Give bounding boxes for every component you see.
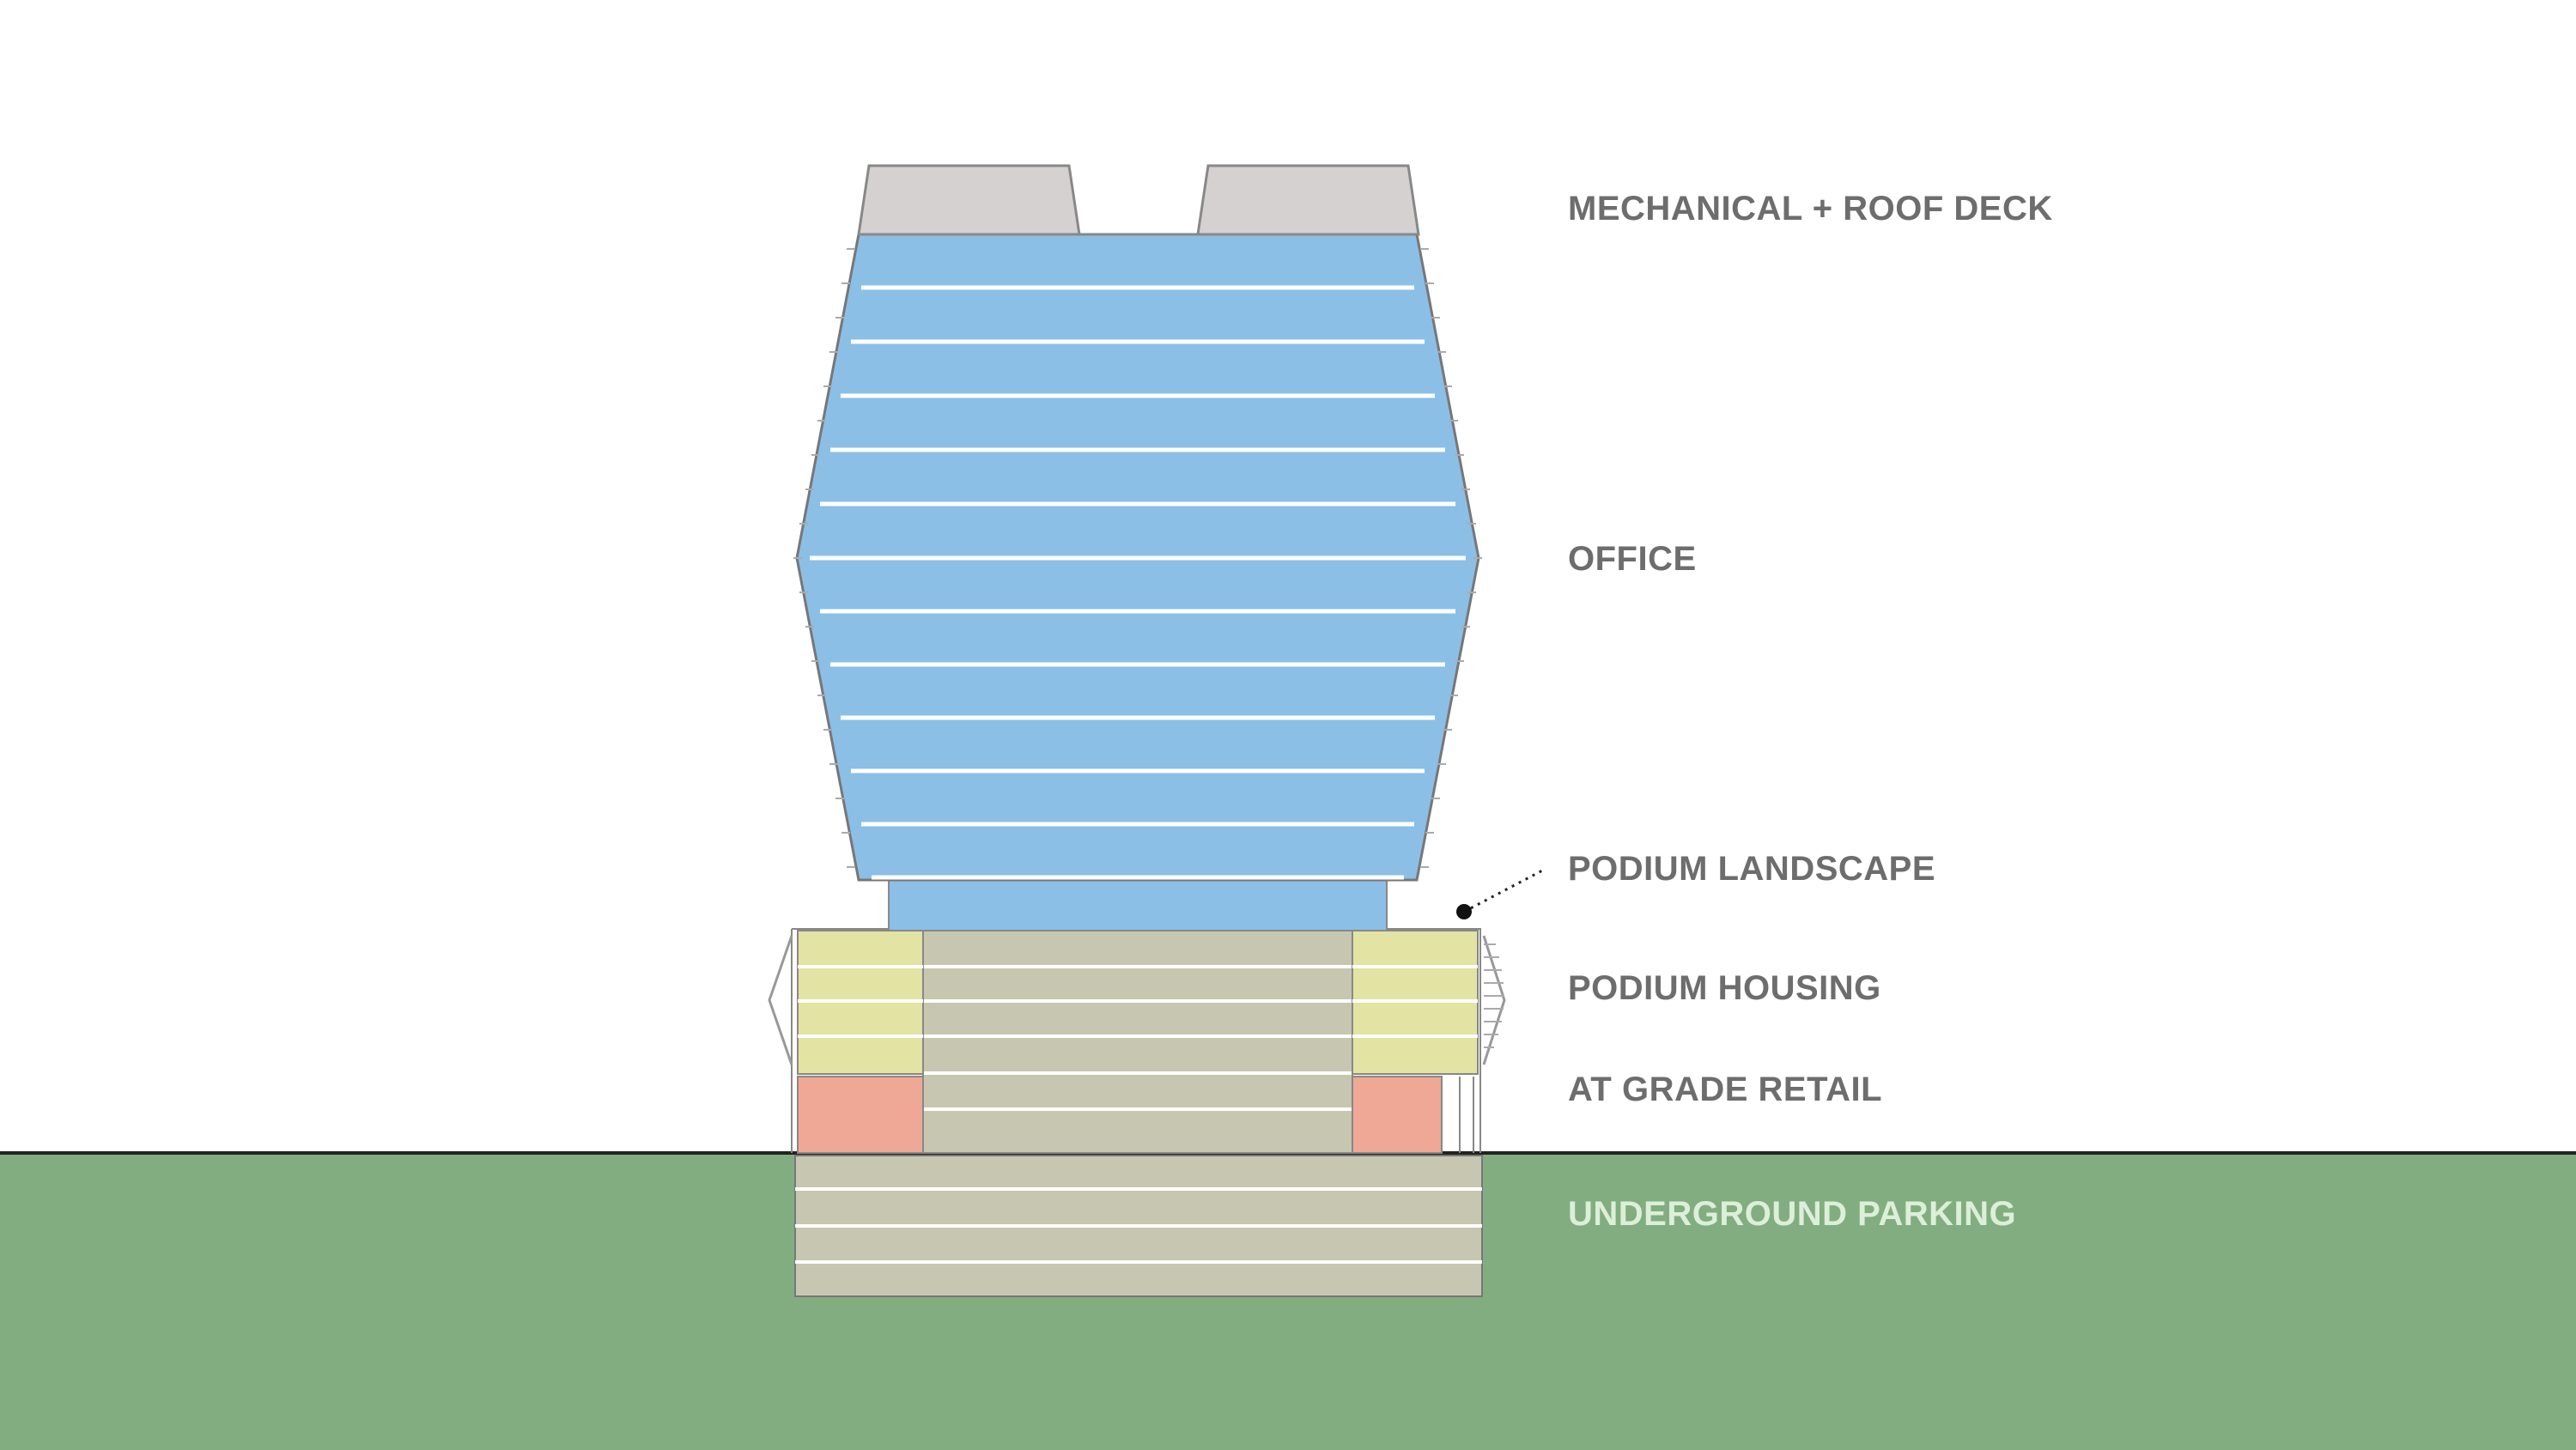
label-mechanical-roof-deck: MECHANICAL + ROOF DECK (1568, 190, 2053, 228)
podium (768, 928, 1506, 1154)
podium-fin-right (1482, 935, 1506, 1065)
mechanical-right (1196, 164, 1420, 236)
tower-base (888, 879, 1388, 931)
underground-parking (794, 1155, 1483, 1297)
label-at-grade-retail: AT GRADE RETAIL (1568, 1071, 1882, 1108)
office-tower (793, 233, 1482, 931)
label-podium-housing: PODIUM HOUSING (1568, 969, 1881, 1007)
office-floor-lines (810, 285, 1466, 880)
label-office: OFFICE (1568, 540, 1697, 578)
label-podium-landscape: PODIUM LANDSCAPE (1568, 850, 1935, 888)
mechanical-roof (857, 164, 1420, 236)
label-underground-parking: UNDERGROUND PARKING (1568, 1195, 2016, 1233)
retail-left (797, 1076, 924, 1154)
podium-fin-left (768, 935, 793, 1065)
mechanical-left (857, 164, 1081, 236)
retail-right (1352, 1076, 1443, 1154)
podium-core (922, 930, 1353, 1154)
podium-landscape-leader (1456, 867, 1546, 919)
